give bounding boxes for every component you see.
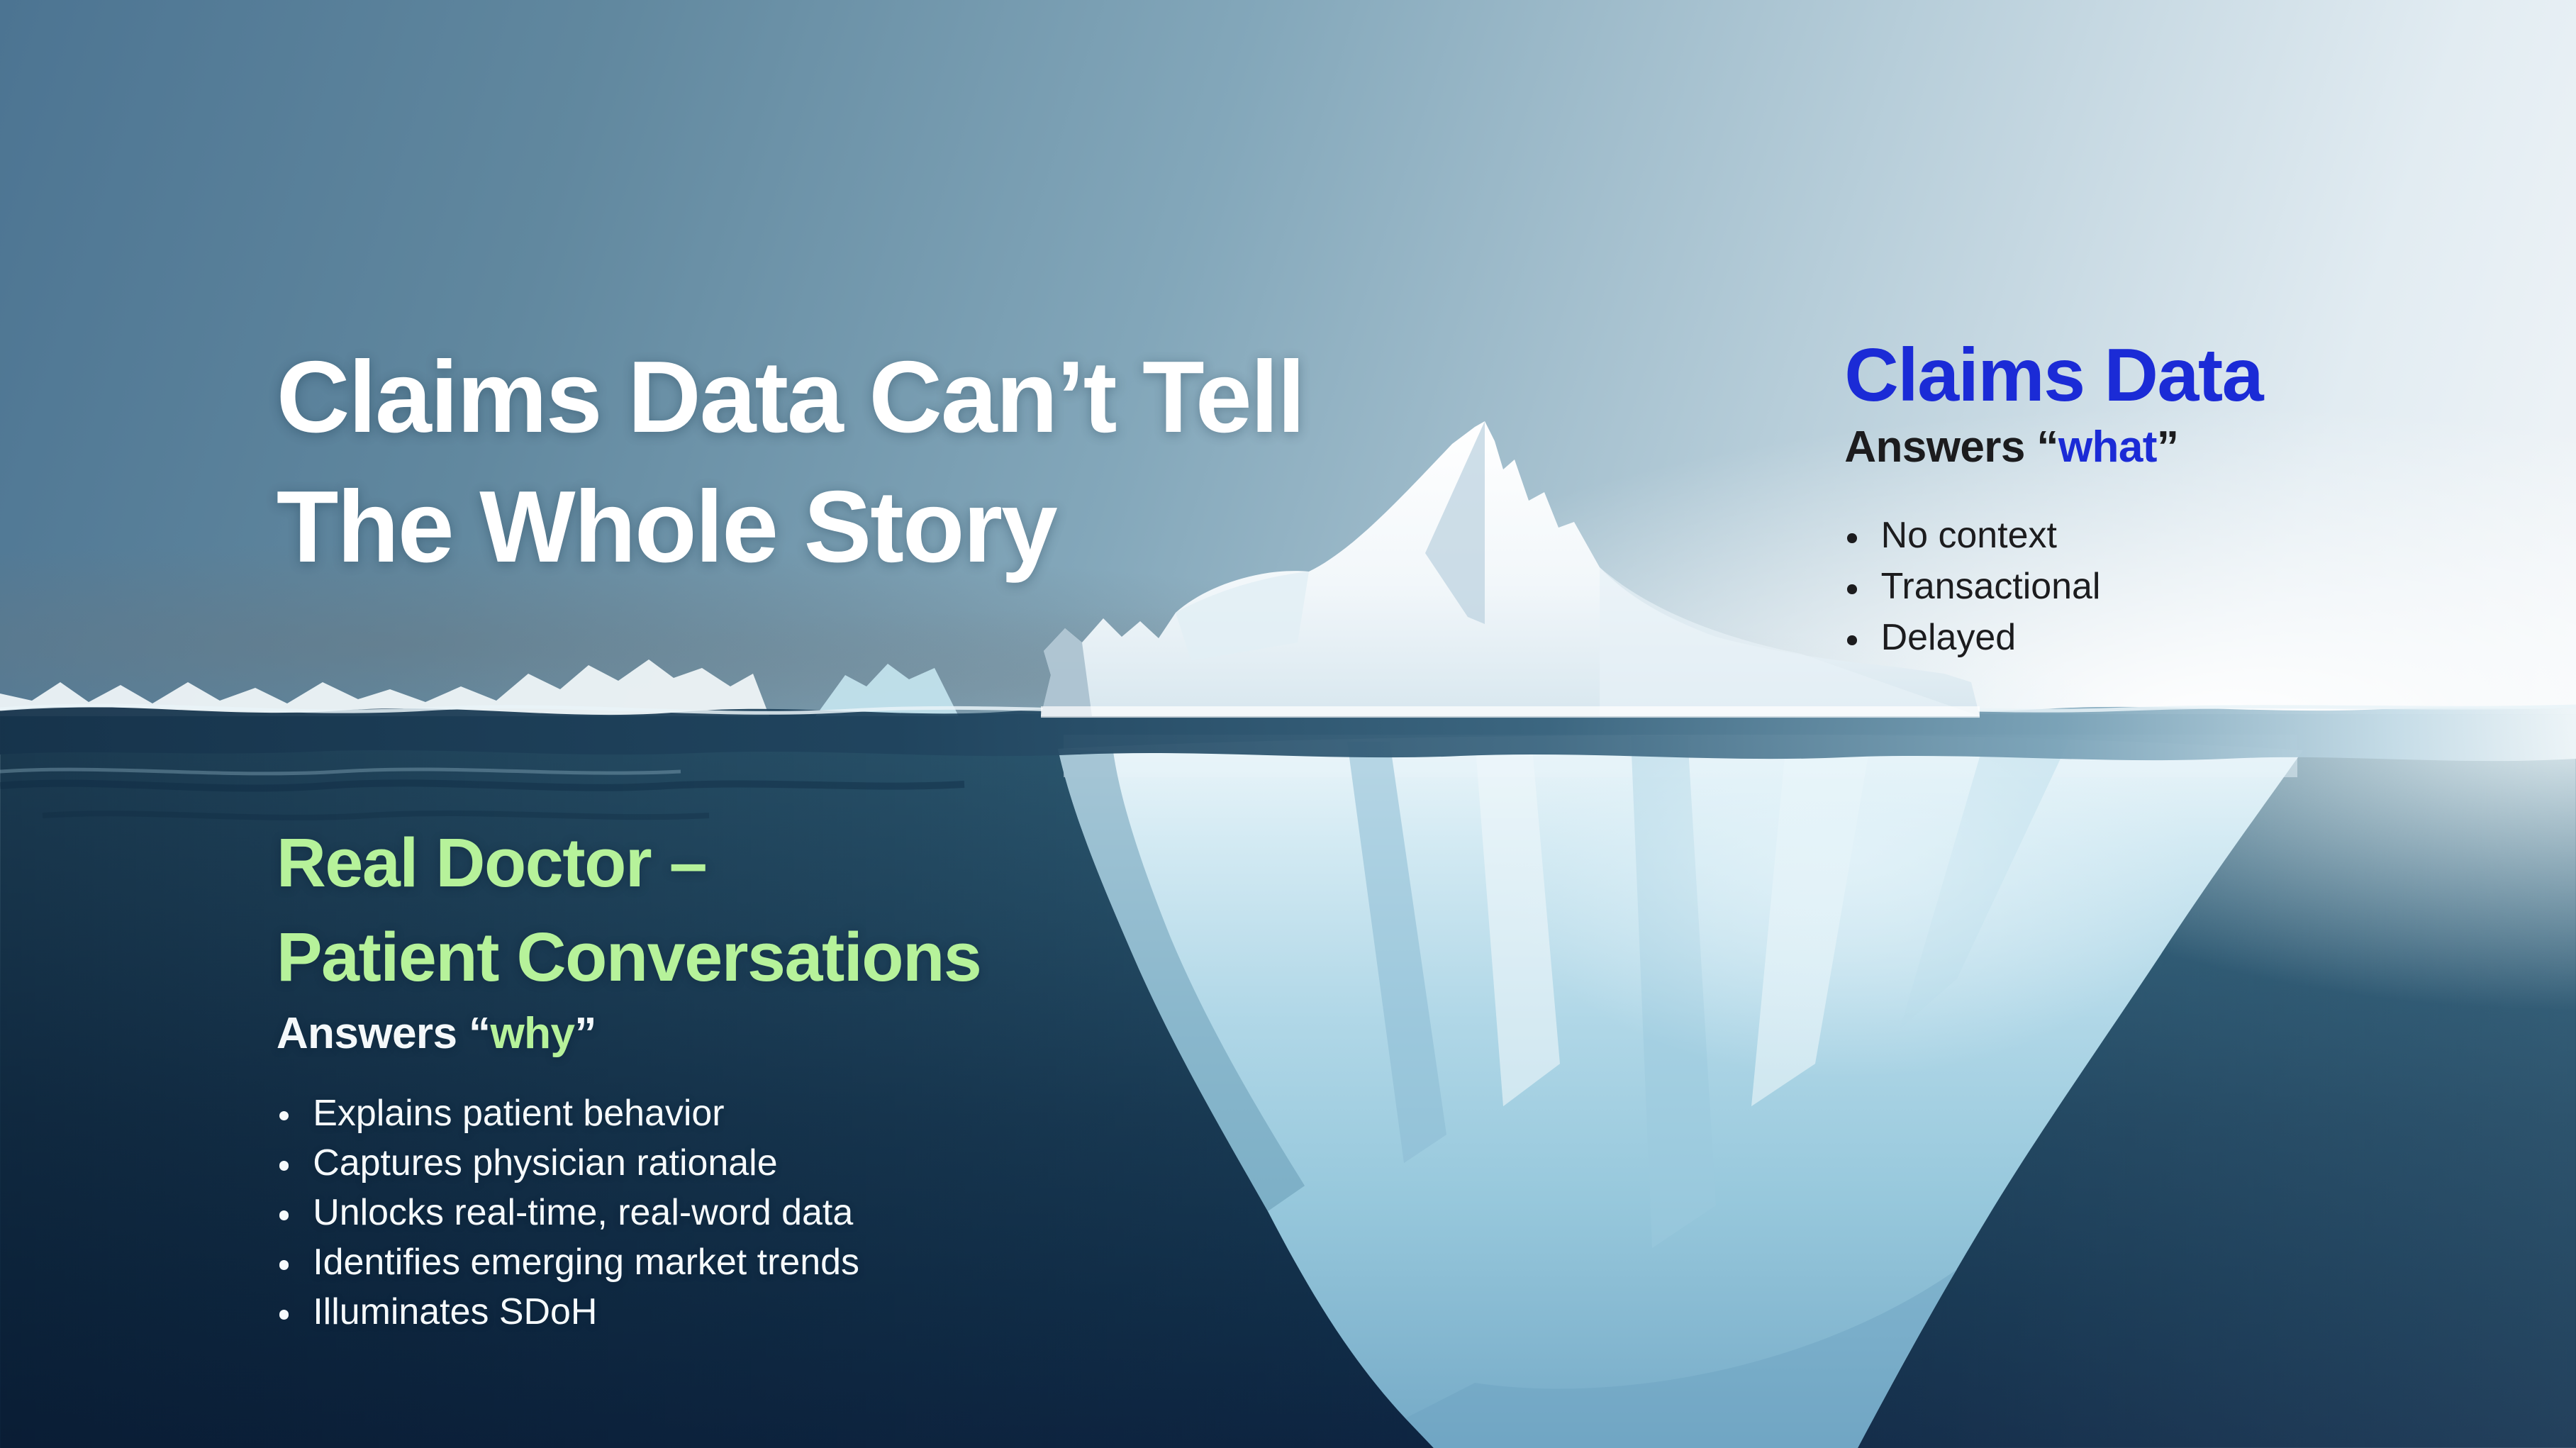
- slide-title: Claims Data Can’t Tell The Whole Story: [276, 333, 1305, 593]
- bullet-dot: [1847, 635, 1857, 645]
- answers-prefix: Answers: [276, 1008, 469, 1058]
- bullet-dot: [279, 1210, 289, 1220]
- distant-ice-shelf: [0, 659, 769, 717]
- conversations-bullet-text: Explains patient behavior: [313, 1092, 725, 1134]
- small-aqua-iceberg: [815, 664, 959, 717]
- conversations-bullet-text: Unlocks real-time, real-word data: [313, 1191, 854, 1233]
- claims-bullet-item: Transactional: [1844, 562, 2263, 613]
- conversations-bullet-text: Illuminates SDoH: [313, 1291, 598, 1333]
- conversations-heading-line1: Real Doctor –: [276, 823, 708, 901]
- conversations-bullet-item: Identifies emerging market trends: [277, 1237, 981, 1287]
- iceberg-above-water: [1041, 421, 1980, 718]
- conversations-bullet-item: Unlocks real-time, real-word data: [277, 1188, 981, 1237]
- bullet-dot: [1847, 584, 1857, 594]
- claims-bullet-item: Delayed: [1844, 613, 2263, 664]
- bullet-dot: [279, 1260, 289, 1270]
- claims-bullet-text: Transactional: [1880, 566, 2101, 608]
- quote-close: ”: [2156, 422, 2179, 472]
- bullet-dot: [279, 1310, 289, 1320]
- conversations-bullet-item: Illuminates SDoH: [277, 1287, 981, 1337]
- answers-prefix: Answers: [1844, 422, 2037, 472]
- conversations-answers-subtitle: Answers “why”: [277, 1008, 981, 1059]
- conversations-bullet-text: Captures physician rationale: [313, 1142, 778, 1184]
- bullet-dot: [1847, 533, 1857, 543]
- conversations-bullet-text: Identifies emerging market trends: [313, 1242, 859, 1283]
- conversations-bullet-item: Captures physician rationale: [277, 1138, 981, 1188]
- answers-keyword-why: why: [490, 1008, 575, 1058]
- conversations-bullet-list: Explains patient behavior Captures physi…: [277, 1088, 981, 1337]
- slide-title-line2: The Whole Story: [276, 470, 1058, 584]
- claims-bullet-text: Delayed: [1880, 617, 2017, 659]
- claims-data-heading: Claims Data: [1844, 333, 2263, 418]
- claims-bullet-text: No context: [1880, 515, 2057, 557]
- bullet-dot: [279, 1110, 289, 1121]
- claims-bullet-item: No context: [1844, 511, 2263, 562]
- quote-close: ”: [574, 1008, 596, 1058]
- slide-title-line1: Claims Data Can’t Tell: [276, 340, 1305, 454]
- answers-keyword-what: what: [2058, 422, 2158, 472]
- bullet-dot: [279, 1161, 289, 1171]
- claims-data-panel: Claims Data Answers “what” No context Tr…: [1844, 333, 2263, 664]
- claims-answers-subtitle: Answers “what”: [1844, 422, 2263, 472]
- claims-bullet-list: No context Transactional Delayed: [1844, 511, 2263, 664]
- quote-open: “: [2036, 422, 2058, 472]
- conversations-heading-line2: Patient Conversations: [276, 918, 982, 996]
- conversations-bullet-item: Explains patient behavior: [277, 1088, 981, 1138]
- quote-open: “: [469, 1008, 491, 1058]
- conversations-heading: Real Doctor – Patient Conversations: [276, 815, 982, 1005]
- conversations-panel: Real Doctor – Patient Conversations Answ…: [276, 815, 982, 1337]
